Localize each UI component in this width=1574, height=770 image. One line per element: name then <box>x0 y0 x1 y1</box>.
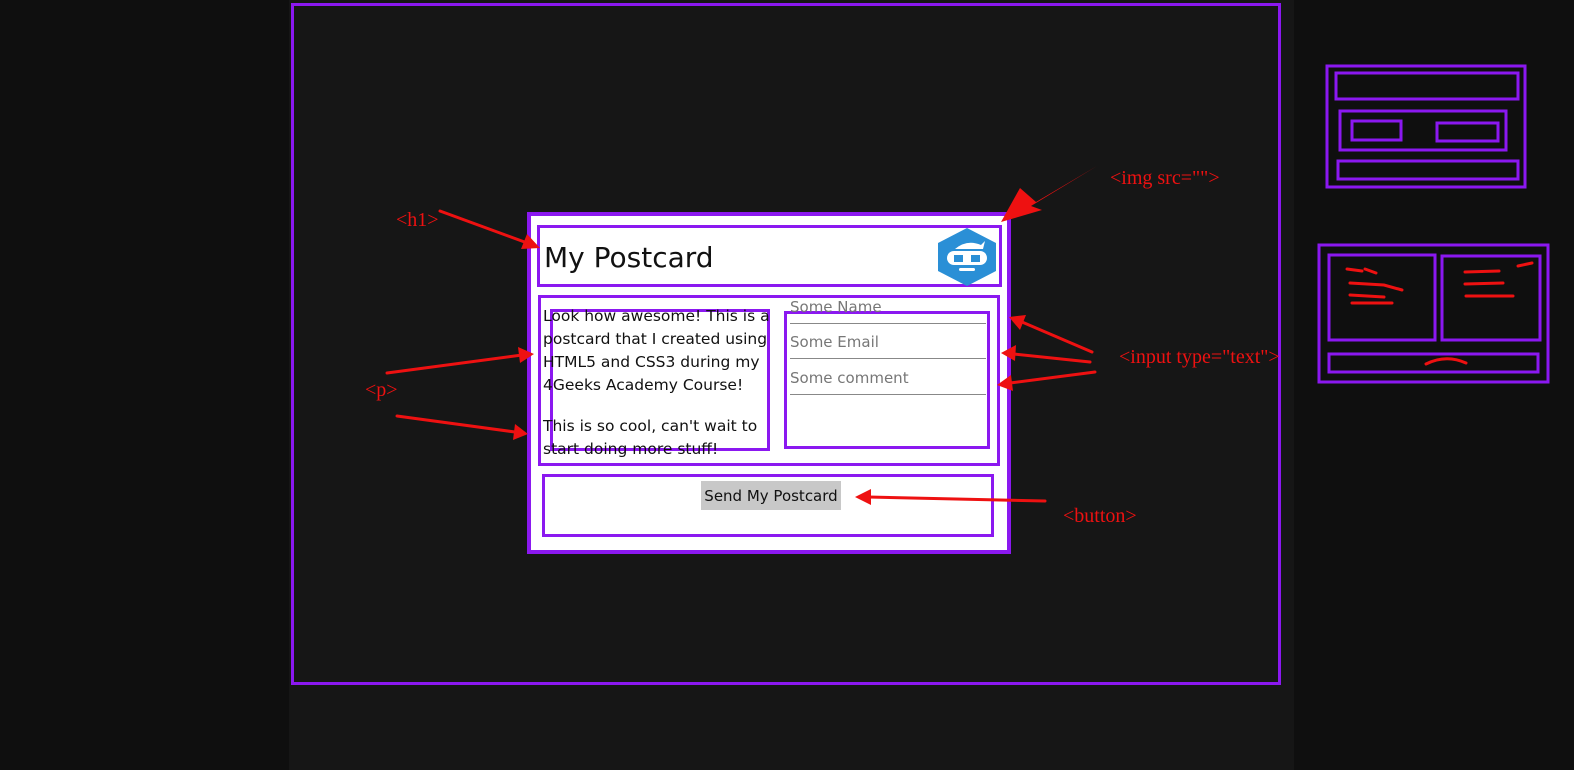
h1-annotation: <h1> <box>396 209 439 231</box>
postcard-paragraph-2: This is so cool, can't wait to start doi… <box>543 417 758 458</box>
4geeks-logo-icon <box>935 227 999 287</box>
comment-input[interactable] <box>790 361 986 395</box>
img-annotation: <img src=""> <box>1110 167 1220 189</box>
send-postcard-button[interactable]: Send My Postcard <box>701 481 841 510</box>
name-input[interactable] <box>790 290 986 324</box>
button-annotation: <button> <box>1063 505 1137 527</box>
header-frame <box>537 225 1002 287</box>
outer-wireframe-box <box>291 3 1281 685</box>
text-column-frame <box>550 309 770 451</box>
email-input[interactable] <box>790 325 986 359</box>
footer-frame <box>542 474 994 537</box>
p-annotation: <p> <box>365 379 398 401</box>
input-annotation: <input type="text"> <box>1119 346 1280 368</box>
postcard-title: My Postcard <box>544 241 714 274</box>
postcard-paragraph-1: Look how awesome! This is a postcard tha… <box>543 307 770 394</box>
wireframe-sketch-2 <box>1317 243 1550 384</box>
wireframe-sketch-1 <box>1325 64 1527 189</box>
